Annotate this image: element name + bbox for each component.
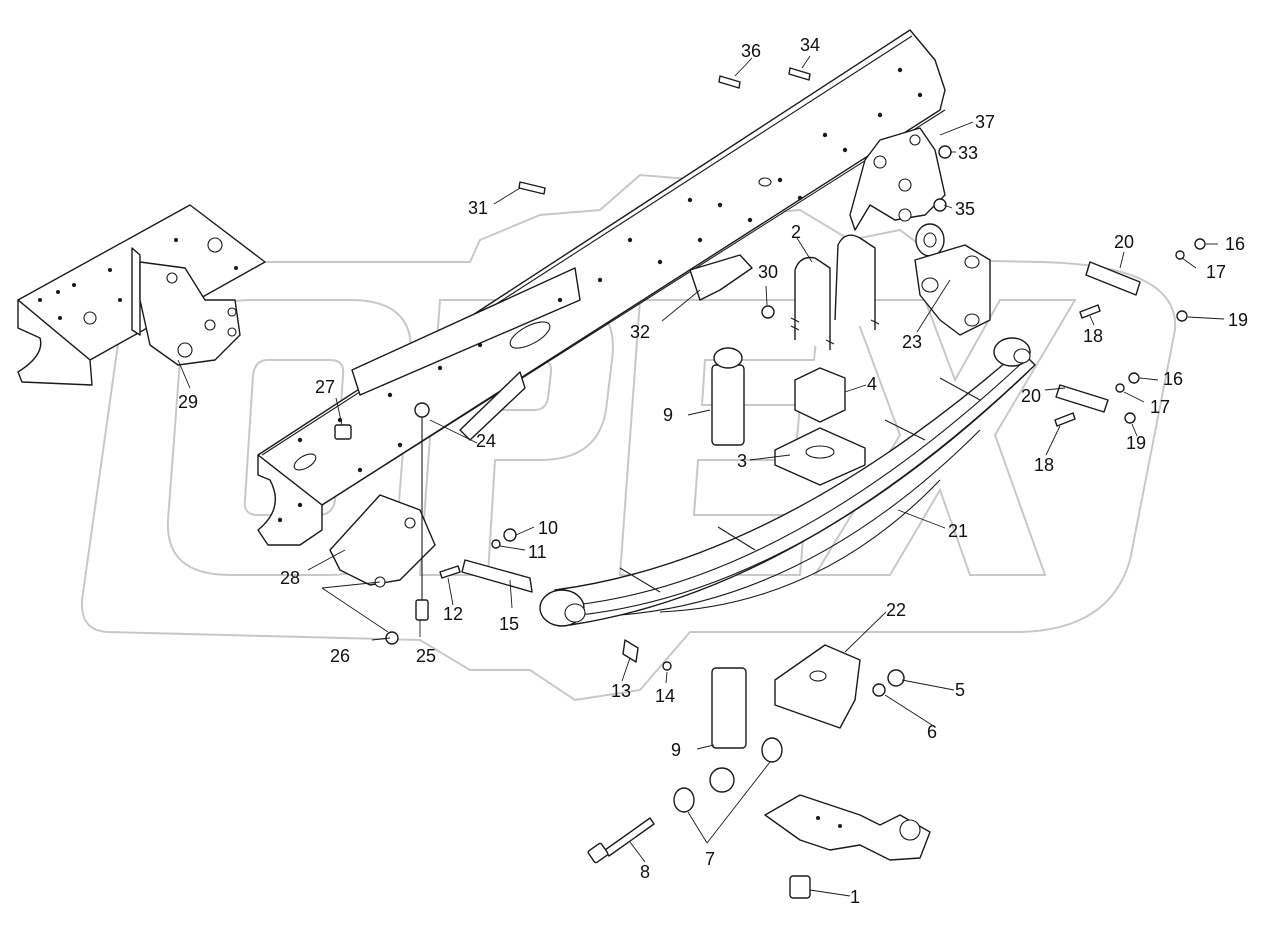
callout-17-upper: 17 bbox=[1206, 262, 1226, 282]
callout-5: 5 bbox=[955, 680, 965, 700]
callout-4: 4 bbox=[867, 374, 877, 394]
callout-33: 33 bbox=[958, 143, 978, 163]
callout-19-upper: 19 bbox=[1228, 310, 1248, 330]
bolt-27 bbox=[334, 424, 352, 440]
bolt-13-14 bbox=[622, 639, 672, 671]
u-bolts-2 bbox=[790, 234, 880, 350]
callout-35: 35 bbox=[955, 199, 975, 219]
callout-30: 30 bbox=[758, 262, 778, 282]
callout-11: 11 bbox=[528, 542, 547, 562]
callout-labels: 1 2 3 4 5 6 7 8 9 9 10 11 12 13 14 15 16… bbox=[178, 35, 1248, 907]
callout-19-lower: 19 bbox=[1126, 433, 1146, 453]
bolt-12 bbox=[439, 565, 461, 579]
leaf-spring-21 bbox=[539, 337, 1036, 627]
bolt-24-25 bbox=[414, 402, 430, 621]
bolts-31-34-36 bbox=[518, 67, 811, 195]
callout-3: 3 bbox=[737, 451, 747, 471]
callout-23: 23 bbox=[902, 332, 922, 352]
callout-29: 29 bbox=[178, 392, 198, 412]
nut-5-washer-6 bbox=[872, 669, 905, 697]
callout-16-upper: 16 bbox=[1225, 234, 1245, 254]
callout-27: 27 bbox=[315, 377, 335, 397]
spring-seat-3 bbox=[774, 427, 866, 486]
callout-18-upper: 18 bbox=[1083, 326, 1103, 346]
callout-31: 31 bbox=[468, 198, 488, 218]
callout-20-lower: 20 bbox=[1021, 386, 1041, 406]
callout-18-lower: 18 bbox=[1034, 455, 1054, 475]
callout-25: 25 bbox=[416, 646, 436, 666]
spring-bracket-front-37 bbox=[849, 127, 946, 231]
spring-shackle-23 bbox=[914, 223, 991, 336]
pins-20 bbox=[1055, 261, 1141, 413]
callout-24: 24 bbox=[476, 431, 496, 451]
callout-17-lower: 17 bbox=[1150, 397, 1170, 417]
callout-36: 36 bbox=[741, 41, 761, 61]
callout-14: 14 bbox=[655, 686, 675, 706]
leader-lines bbox=[177, 55, 1225, 897]
callout-13: 13 bbox=[611, 681, 631, 701]
callout-37: 37 bbox=[975, 112, 995, 132]
callout-10: 10 bbox=[538, 518, 558, 538]
washers-7 bbox=[673, 737, 783, 813]
nut-1 bbox=[789, 875, 811, 899]
callout-22: 22 bbox=[886, 600, 906, 620]
nut-10-washer-11 bbox=[491, 528, 517, 549]
callout-1: 1 bbox=[850, 887, 860, 907]
callout-16-lower: 16 bbox=[1163, 369, 1183, 389]
callout-9-upper: 9 bbox=[663, 405, 673, 425]
callout-7: 7 bbox=[705, 849, 715, 869]
nut-30 bbox=[761, 305, 775, 319]
shock-absorber-lower-9 bbox=[709, 667, 747, 793]
callout-6: 6 bbox=[927, 722, 937, 742]
callout-15: 15 bbox=[499, 614, 519, 634]
main-frame-rail bbox=[257, 29, 946, 546]
callout-2: 2 bbox=[791, 222, 801, 242]
bracket-32 bbox=[689, 254, 753, 301]
lower-spring-plate bbox=[764, 794, 931, 861]
callout-20-upper: 20 bbox=[1114, 232, 1134, 252]
callout-9-lower: 9 bbox=[671, 740, 681, 760]
callout-12: 12 bbox=[443, 604, 463, 624]
callout-28: 28 bbox=[280, 568, 300, 588]
callout-32: 32 bbox=[630, 322, 650, 342]
callout-8: 8 bbox=[640, 862, 650, 882]
bolts-18-nuts-16-19 bbox=[1054, 238, 1206, 427]
callout-34: 34 bbox=[800, 35, 820, 55]
callout-26: 26 bbox=[330, 646, 350, 666]
axle-seat-plate-22 bbox=[774, 644, 861, 729]
bump-stop-4 bbox=[794, 367, 846, 423]
shock-absorber-upper-9 bbox=[711, 347, 745, 446]
spring-bracket-rear-29 bbox=[139, 261, 241, 366]
bolt-8 bbox=[587, 817, 655, 864]
callout-21: 21 bbox=[948, 521, 968, 541]
pin-15 bbox=[461, 559, 533, 593]
